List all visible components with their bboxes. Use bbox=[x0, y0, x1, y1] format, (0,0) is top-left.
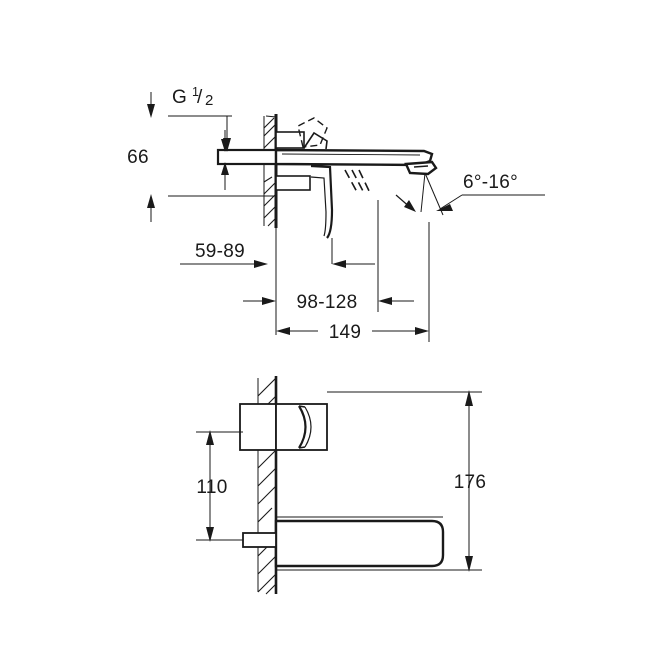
dimension-66 bbox=[147, 92, 276, 222]
thread-label-denominator: 2 bbox=[205, 92, 213, 109]
dimension-label-angle: 6°-16° bbox=[463, 172, 518, 193]
handle-open-position-dashed bbox=[297, 117, 328, 148]
thread-label-numerator: 1 bbox=[192, 85, 199, 99]
front-elevation-view: 110 176 bbox=[196, 376, 487, 595]
dimension-label-98-128: 98-128 bbox=[297, 292, 358, 313]
dimension-label-59-89: 59-89 bbox=[195, 241, 245, 262]
inlet-pipe-upper bbox=[216, 148, 278, 166]
water-jet-lines bbox=[344, 169, 372, 196]
dimension-110 bbox=[196, 430, 243, 542]
angle-annotation-leader bbox=[395, 172, 545, 216]
handle-block-front bbox=[239, 403, 328, 451]
dimension-59-89 bbox=[180, 228, 375, 335]
dimension-label-176: 176 bbox=[454, 472, 487, 493]
dimension-176 bbox=[327, 390, 482, 572]
handle-solid-outline bbox=[303, 131, 328, 150]
dimension-149 bbox=[276, 222, 430, 342]
thread-label-g: G bbox=[172, 87, 187, 108]
handle-lever bbox=[310, 164, 334, 239]
valve-body-block bbox=[275, 131, 311, 191]
dimension-98-128 bbox=[243, 200, 414, 312]
wall-hatching-lower bbox=[263, 176, 277, 227]
side-section-view: 66 G 1 / 2 6°-16° bbox=[127, 85, 545, 343]
wall-upper bbox=[263, 114, 278, 228]
dimension-label-149: 149 bbox=[329, 322, 362, 343]
spout-bar-front bbox=[274, 516, 445, 571]
thread-label-slash: / bbox=[197, 87, 203, 108]
aerator-tip bbox=[404, 160, 438, 176]
inlet-stub-front bbox=[242, 532, 277, 548]
dimension-label-110: 110 bbox=[196, 477, 227, 498]
dimension-label-66: 66 bbox=[127, 147, 149, 168]
